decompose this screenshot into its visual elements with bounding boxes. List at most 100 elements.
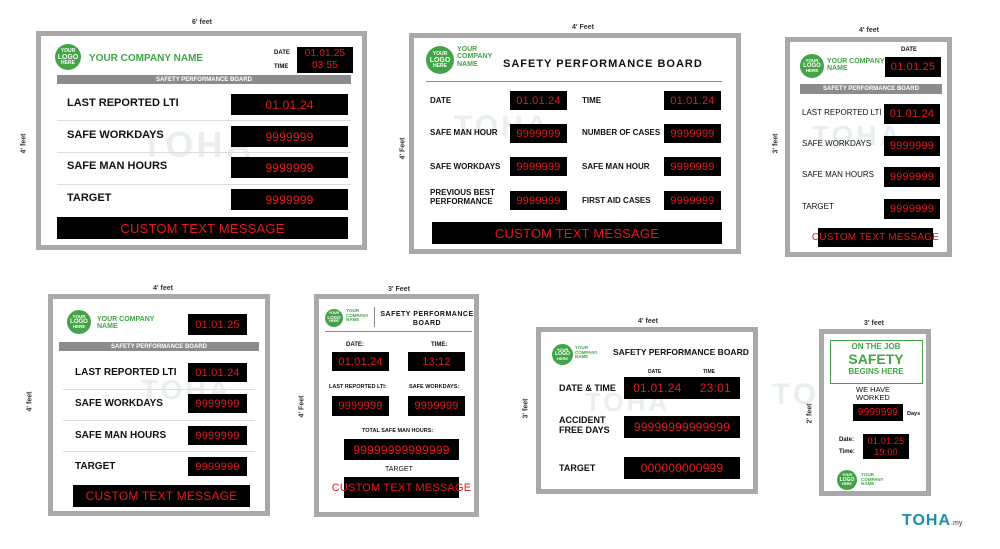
left-value: 01.01.24: [510, 91, 567, 110]
board-5: YOUR LOGO HERE YOUR COMPANY NAME SAFETY …: [314, 294, 479, 517]
date-value: 01.01.25: [188, 314, 247, 335]
height-dimension-label: 4' feet: [20, 133, 28, 154]
row-label: LAST REPORTED LTI: [67, 97, 179, 109]
datetime-display: 01.01.25 03:55: [297, 47, 353, 73]
company-line: NAME: [97, 323, 118, 331]
row-value: 01.01.24: [231, 94, 348, 115]
date-label: DATE: [274, 50, 290, 56]
company-line: COMPANY: [861, 476, 884, 482]
time-value: 23:01: [699, 381, 731, 395]
board-6: TOHA YOUR LOGO HERE YOUR COMPANY NAME SA…: [536, 327, 758, 494]
logo-line: YOUR: [841, 473, 853, 477]
row-label: SAFE MAN HOURS: [67, 160, 168, 172]
row-value: 9999999: [231, 126, 348, 147]
row-value: 9999999: [188, 457, 247, 476]
board-2: TOHA YOUR LOGO HERE YOUR COMPANY NAME SA…: [409, 33, 741, 254]
left-label-line: PREVIOUS BEST: [430, 188, 495, 197]
logo-line: YOUR: [72, 313, 86, 319]
right-label: FIRST AID CASES: [582, 196, 651, 205]
height-dimension-label: 4' feet: [26, 391, 34, 412]
total-man-hours-value: 99999999999999: [344, 439, 459, 460]
row-label: SAFE MAN HOURS: [75, 430, 167, 441]
date-value: 01.01.24: [633, 381, 682, 395]
time-label: TIME: [274, 64, 289, 70]
left-label: SAFE WORKDAYS: [430, 162, 501, 171]
total-man-hours-label: TOTAL SAFE MAN HOURS:: [362, 428, 434, 434]
company-name: YOUR COMPANY NAME: [861, 472, 884, 487]
days-label: Days: [907, 411, 921, 417]
begins-here-text: BEGINS HERE: [848, 367, 904, 376]
workdays-label: SAFE WORKDAYS:: [409, 384, 460, 390]
row-value: 01.01.24: [884, 104, 940, 124]
company-line: NAME: [575, 354, 589, 360]
row-value: 9999999: [188, 394, 247, 413]
width-dimension-label: 4' feet: [153, 285, 173, 292]
company-line: YOUR: [346, 308, 360, 313]
title-line: SAFETY PERFORMANCE: [380, 311, 474, 318]
right-value: 9999999: [664, 191, 721, 210]
right-value: 01.01.24: [664, 91, 721, 110]
logo-line: HERE: [842, 481, 852, 486]
logo-line: LOGO: [555, 351, 570, 357]
width-dimension-label: 4' feet: [859, 27, 879, 34]
left-value: 9999999: [510, 191, 567, 210]
height-dimension-label: 4' Feet: [399, 137, 407, 160]
left-value: 9999999: [510, 124, 567, 143]
time-value: 19:00: [874, 446, 898, 457]
logo-line: HERE: [556, 356, 569, 361]
row-label: LAST REPORTED LTI: [75, 367, 177, 378]
height-dimension-label: 4' Feet: [298, 395, 306, 418]
company-name: YOUR COMPANY NAME: [89, 53, 204, 64]
company-line: YOUR: [575, 345, 589, 350]
logo-line: LOGO: [70, 319, 88, 325]
height-dimension-label: 3' feet: [772, 133, 780, 154]
label-line: WE HAVE: [856, 385, 891, 394]
logo-icon: YOUR LOGO HERE: [67, 310, 91, 334]
target-value: 000000000999: [624, 457, 740, 479]
row-label: SAFE WORKDAYS: [802, 139, 872, 148]
date-header: DATE: [648, 369, 662, 375]
custom-message: CUSTOM TEXT MESSAGE: [73, 485, 250, 507]
left-label: DATE: [430, 96, 452, 105]
company-line: NAME: [827, 65, 848, 73]
logo-icon: YOUR LOGO HERE: [325, 309, 343, 327]
row-value: 9999999: [231, 157, 348, 178]
logo-line: HERE: [329, 319, 339, 324]
logo-icon: YOUR LOGO HERE: [426, 46, 454, 74]
company-line: NAME: [457, 60, 478, 68]
label-line: FREE DAYS: [559, 424, 610, 435]
company-name: YOUR COMPANY NAME: [827, 58, 884, 73]
workdays-value: 9999999: [408, 396, 465, 416]
left-label: SAFE MAN HOUR: [430, 128, 498, 137]
height-dimension-label: 3' feet: [522, 398, 530, 419]
company-line: YOUR: [457, 46, 478, 53]
target-label: TARGET: [559, 463, 596, 473]
row-value: 9999999: [884, 199, 940, 219]
logo-line: HERE: [805, 68, 819, 73]
logo-line: LOGO: [839, 476, 855, 483]
on-the-job-text: ON THE JOB: [851, 342, 901, 351]
custom-message: CUSTOM TEXT MESSAGE: [57, 217, 348, 239]
section-bar: SAFETY PERFORMANCE BOARD: [800, 84, 942, 94]
company-line: NAME: [861, 481, 875, 487]
board-title: SAFETY PERFORMANCE BOARD: [613, 347, 749, 357]
board-3: TOHA YOUR LOGO HERE YOUR COMPANY NAME DA…: [785, 37, 952, 257]
board-title: SAFETY PERFORMANCE BOARD: [377, 310, 477, 328]
date-label: DATE: [901, 47, 917, 53]
logo-line: YOUR: [328, 311, 340, 316]
logo-line: YOUR: [556, 347, 569, 352]
company-line: NAME: [346, 317, 360, 323]
company-line: YOUR COMPANY: [97, 316, 155, 323]
row-value: 01.01.24: [188, 363, 247, 382]
board-title: SAFETY PERFORMANCE BOARD: [503, 58, 703, 70]
right-label: NUMBER OF CASES: [582, 128, 661, 137]
company-line: YOUR: [861, 472, 875, 477]
width-dimension-label: 4' Feet: [572, 24, 594, 31]
time-value: 13:12: [408, 352, 465, 371]
datetime-label: DATE & TIME: [559, 383, 616, 393]
section-bar: SAFETY PERFORMANCE BOARD: [57, 75, 351, 84]
lti-value: 9999999: [332, 396, 389, 416]
row-label: TARGET: [75, 461, 116, 472]
board-1: TOHA YOUR LOGO HERE YOUR COMPANY NAME DA…: [36, 31, 367, 250]
row-label: TARGET: [802, 202, 834, 211]
